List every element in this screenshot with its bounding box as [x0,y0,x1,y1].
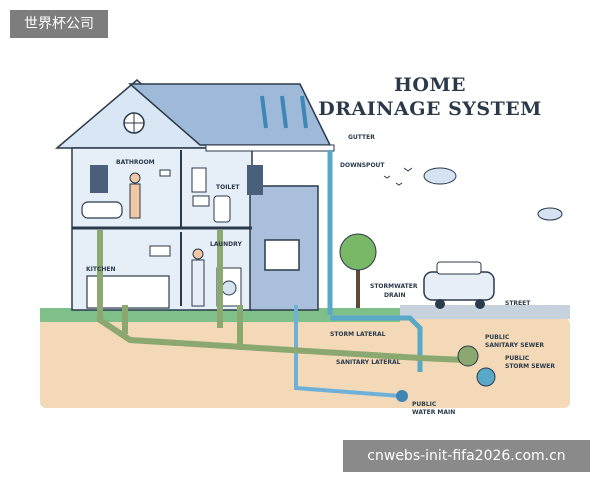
public-storm-sewer-pipe [476,367,496,387]
label-public-storm-sewer-1: PUBLIC [505,355,530,362]
water-main-valve [396,390,408,402]
bathtub-icon [81,201,123,219]
shower-icon [159,169,171,177]
diagram-title-line2: DRAINAGE SYSTEM [318,98,542,120]
sink-icon [192,195,210,207]
public-sanitary-sewer-pipe [457,345,479,367]
label-public-sanitary-sewer-2: SANITARY SEWER [485,342,544,349]
label-downspout: DOWNSPOUT [340,162,385,169]
label-bathroom: BATHROOM [116,159,155,166]
label-stormwater-drain-1: STORMWATER [370,283,418,290]
car-body [423,271,495,301]
watermark-badge: 世界杯公司 [10,10,108,38]
label-toilet: TOILET [216,184,240,191]
storm-lateral-pipe [330,315,423,372]
bird-icons [383,167,413,186]
water-main-pipe [294,305,401,398]
footer-watermark: cnwebs-init-fifa2026.com.cn [343,440,590,472]
label-kitchen: KITCHEN [86,266,116,273]
annex-window [264,239,300,271]
label-stormwater-drain-2: DRAIN [384,292,406,299]
sanitary-lateral-pipe [97,230,467,363]
toilet-icon [213,195,231,223]
label-public-sanitary-sewer-1: PUBLIC [485,334,510,341]
gutter [205,144,335,152]
tree-trunk [356,262,360,308]
label-public-water-main-2: WATER MAIN [412,409,455,416]
person-laundry-icon [192,248,204,260]
label-public-water-main-1: PUBLIC [412,401,437,408]
tree-canopy [339,233,377,271]
lamp-icon [149,245,171,257]
person-bathroom-icon [129,172,141,184]
label-laundry: LAUNDRY [210,241,242,248]
label-public-storm-sewer-2: STORM SEWER [505,363,555,370]
label-sanitary-lateral: SANITARY LATERAL [336,359,401,366]
street-surface [400,305,570,319]
label-street: STREET [505,300,531,307]
label-storm-lateral: STORM LATERAL [330,331,386,338]
label-gutter: GUTTER [348,134,375,141]
diagram-title-line1: HOME [393,74,467,96]
cloud-icon [423,167,457,185]
rain-arrows [260,95,308,129]
